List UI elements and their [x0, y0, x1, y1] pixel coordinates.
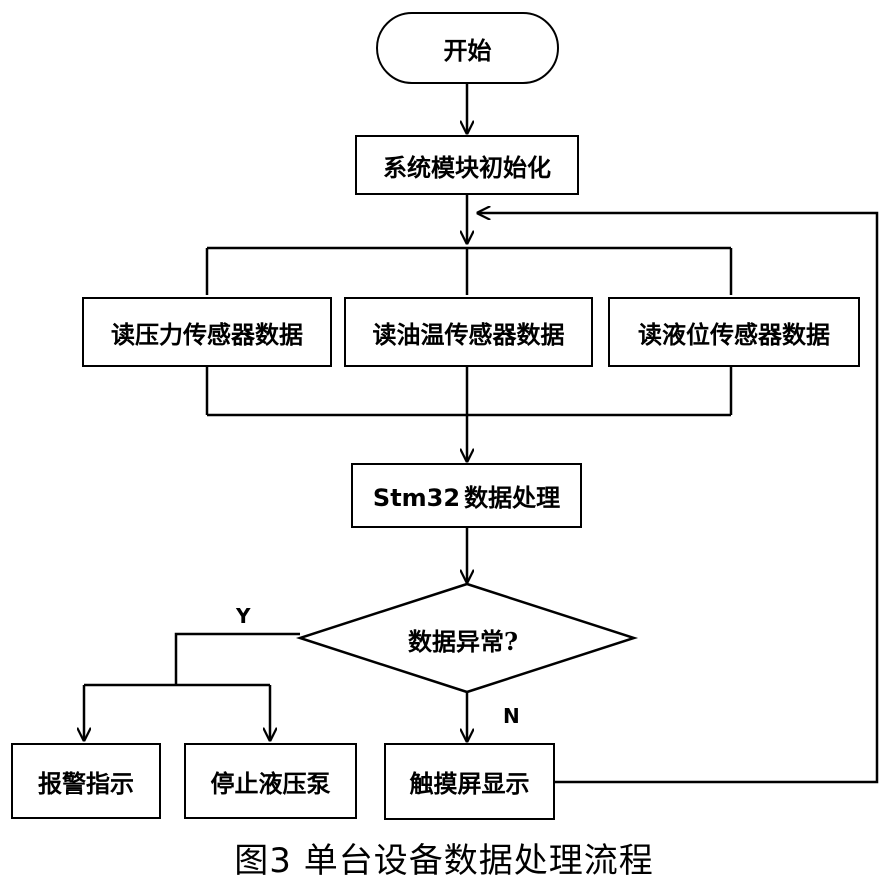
no-branch-label: N: [503, 704, 520, 728]
alarm-label: 报警指示: [38, 768, 134, 798]
touch-display-box: 触摸屏显示: [384, 743, 555, 820]
start-terminator: 开始: [376, 12, 559, 84]
read-oil-temp-box: 读油温传感器数据: [344, 297, 593, 367]
touch-display-label: 触摸屏显示: [409, 769, 530, 798]
read-level-box: 读液位传感器数据: [608, 297, 860, 367]
read-oil-temp-label: 读油温传感器数据: [372, 319, 565, 349]
alarm-box: 报警指示: [11, 743, 161, 819]
read-pressure-box: 读压力传感器数据: [82, 297, 332, 367]
yes-branch-line: [174, 632, 300, 685]
yes-branch-label: Y: [236, 604, 251, 628]
loop-back-line: [478, 213, 879, 784]
stop-pump-label: 停止液压泵: [210, 768, 331, 798]
init-label: 系统模块初始化: [383, 152, 551, 182]
init-box: 系统模块初始化: [355, 135, 579, 195]
process-label-prefix: Stm32: [372, 484, 461, 512]
figure-caption: 图3 单台设备数据处理流程: [234, 841, 654, 881]
read-level-label: 读液位传感器数据: [638, 319, 830, 349]
decision-label: 数据异常?: [408, 627, 519, 656]
start-label: 开始: [443, 35, 492, 65]
read-pressure-label: 读压力传感器数据: [111, 319, 303, 349]
process-label-suffix: 数据处理: [464, 483, 561, 512]
stop-pump-box: 停止液压泵: [184, 743, 357, 819]
